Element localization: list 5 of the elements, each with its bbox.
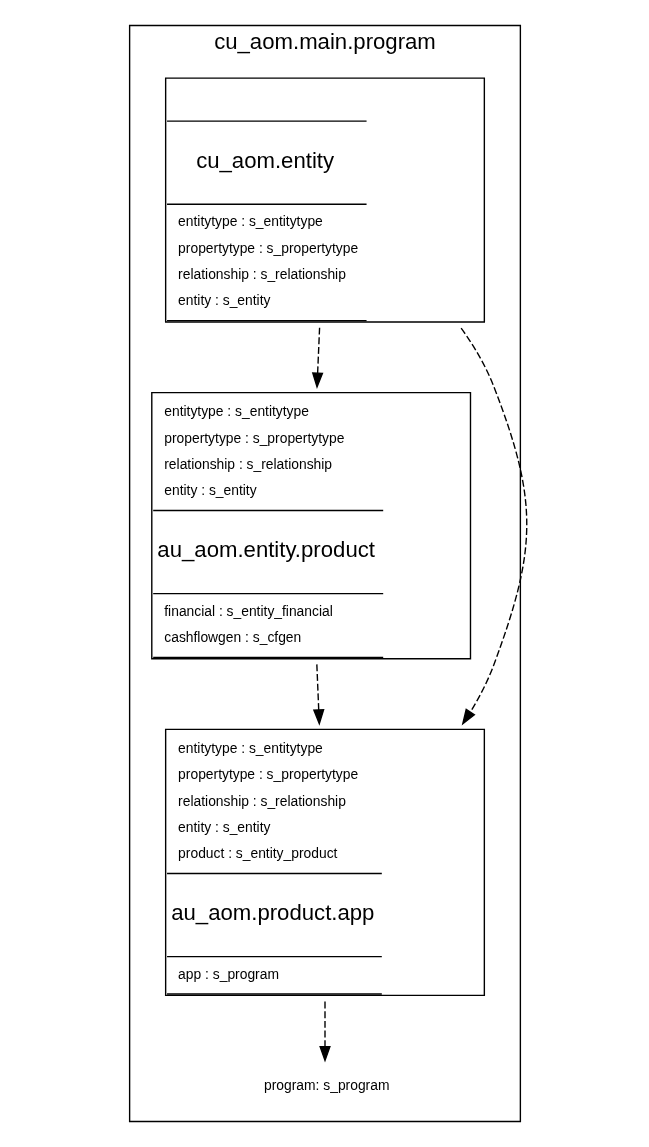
arrow bbox=[311, 326, 323, 390]
arrow bbox=[312, 663, 324, 726]
arrow bbox=[459, 327, 527, 726]
node-text: program: s_program bbox=[263, 1076, 389, 1093]
arrow bbox=[318, 1000, 331, 1063]
